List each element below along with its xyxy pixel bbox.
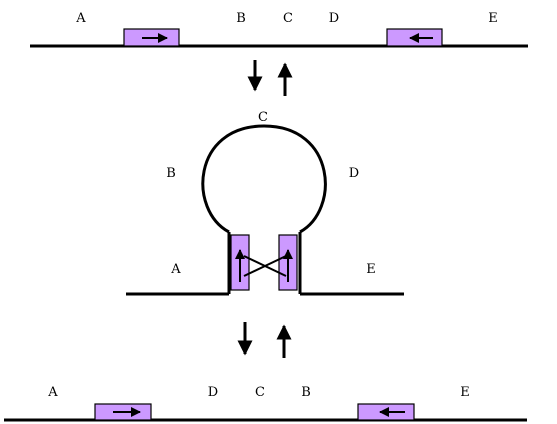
bottom-label-c: C bbox=[255, 385, 265, 400]
bottom-chromosome: A D C B E bbox=[4, 385, 527, 422]
loop-structure: C B D A E bbox=[126, 110, 404, 296]
loop-repeat-left bbox=[230, 234, 250, 291]
top-repeat-left bbox=[123, 28, 180, 47]
equilibrium-arrows-bottom bbox=[237, 322, 292, 358]
top-chromosome: A B C D E bbox=[30, 11, 528, 48]
bottom-label-d: D bbox=[208, 385, 218, 400]
equilibrium-arrows-top bbox=[247, 60, 293, 96]
loop-label-e: E bbox=[366, 262, 376, 277]
loop-repeat-right bbox=[278, 234, 298, 291]
loop-dna bbox=[201, 124, 327, 234]
loop-label-c: C bbox=[258, 110, 268, 125]
bottom-label-a: A bbox=[47, 385, 58, 400]
top-label-d: D bbox=[329, 11, 339, 26]
bottom-label-e: E bbox=[460, 385, 470, 400]
crossover-lines bbox=[243, 255, 287, 277]
loop-label-b: B bbox=[166, 166, 176, 181]
top-repeat-right bbox=[386, 28, 443, 47]
top-label-c: C bbox=[283, 11, 293, 26]
top-label-b: B bbox=[236, 11, 246, 26]
bottom-repeat-right bbox=[357, 403, 415, 421]
bottom-label-b: B bbox=[301, 385, 311, 400]
top-label-a: A bbox=[75, 11, 86, 26]
bottom-repeat-left bbox=[94, 403, 152, 421]
top-label-e: E bbox=[488, 11, 498, 26]
loop-label-d: D bbox=[349, 166, 359, 181]
loop-label-a: A bbox=[170, 262, 181, 277]
